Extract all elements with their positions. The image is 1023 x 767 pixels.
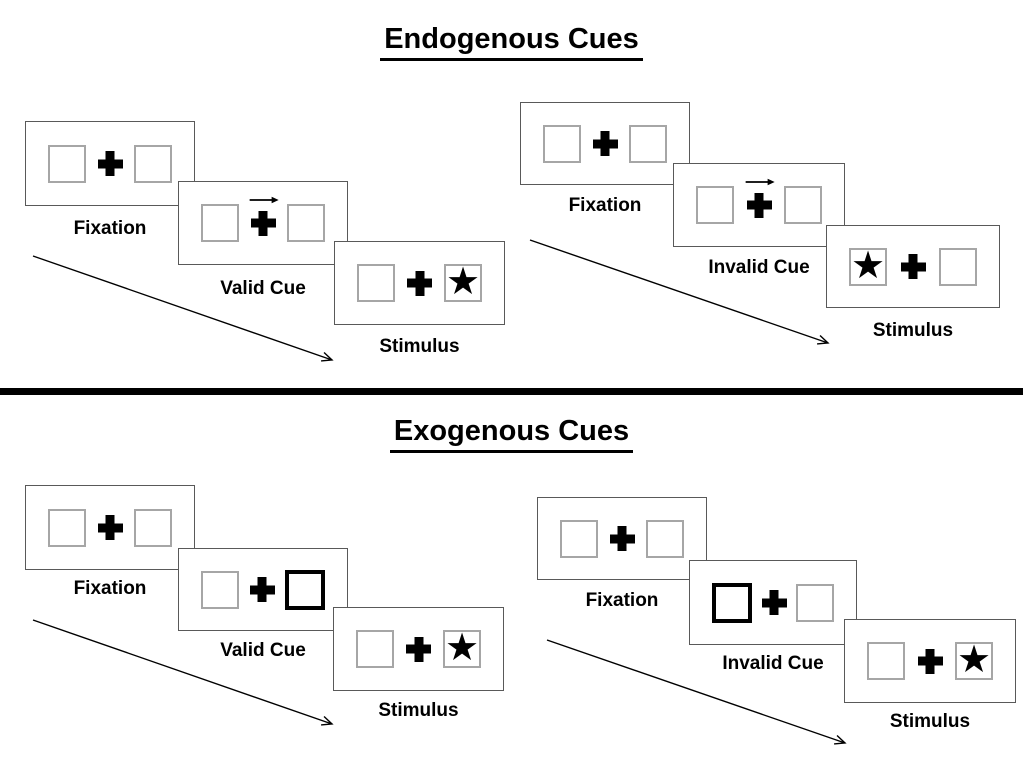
- endo-invalid-fixation-label: Fixation: [568, 195, 642, 216]
- right-placeholder-box: [796, 583, 834, 622]
- fixation-cross-icon: [98, 515, 123, 540]
- fixation-cross-icon: [406, 637, 431, 662]
- exogenous-section-title-text: Exogenous Cues: [389, 415, 634, 453]
- fixation-cross-icon: [918, 649, 943, 674]
- exo-valid-sequence-arrow-icon: [32, 619, 334, 726]
- exo-valid-fixation-label: Fixation: [73, 578, 147, 599]
- exo-invalid-cue-label: Invalid Cue: [722, 653, 824, 674]
- exo-invalid-cue-panel: [689, 560, 857, 645]
- left-placeholder-box: [48, 508, 86, 547]
- left-placeholder-box: [201, 204, 239, 242]
- left-placeholder-box: [356, 630, 394, 668]
- fixation-cross-icon: [610, 526, 635, 551]
- left-placeholder-box: [867, 642, 905, 680]
- left-placeholder-box: [543, 124, 581, 163]
- exo-valid-stimulus-panel: ★: [333, 607, 504, 691]
- exo-invalid-sequence-arrow-icon: [546, 639, 847, 745]
- endo-valid-cue-panel: [178, 181, 348, 265]
- exogenous-section-title: Exogenous Cues: [0, 415, 1023, 453]
- highlighted-cue-box: [712, 582, 752, 623]
- target-box: ★: [955, 639, 993, 681]
- star-icon: ★: [850, 244, 886, 287]
- target-box: ★: [444, 261, 482, 303]
- fixation-cross-icon: [593, 131, 618, 156]
- star-icon: ★: [444, 627, 480, 669]
- endo-valid-stimulus-panel: ★: [334, 241, 505, 325]
- right-placeholder-box: [134, 508, 172, 547]
- fixation-cross-icon: [250, 577, 275, 602]
- highlighted-cue-box: [285, 569, 325, 610]
- endo-valid-fixation-panel: [25, 121, 195, 206]
- right-placeholder-box: [287, 204, 325, 242]
- exo-invalid-stimulus-panel: ★: [844, 619, 1016, 703]
- right-arrow-icon: [745, 178, 775, 185]
- exo-valid-cue-label: Valid Cue: [220, 640, 306, 661]
- exo-invalid-fixation-label: Fixation: [585, 590, 659, 611]
- exo-invalid-fixation-panel: [537, 497, 707, 580]
- fixation-cross-icon: [762, 590, 787, 615]
- endo-invalid-cue-panel: [673, 163, 845, 247]
- star-icon: ★: [445, 261, 481, 303]
- exo-valid-stimulus-label: Stimulus: [378, 700, 459, 721]
- target-box: ★: [849, 244, 887, 287]
- endo-invalid-stimulus-label: Stimulus: [872, 320, 954, 341]
- endo-invalid-cue-label: Invalid Cue: [708, 257, 810, 278]
- endo-valid-cue-label: Valid Cue: [220, 278, 306, 299]
- endo-invalid-fixation-panel: [520, 102, 690, 185]
- endogenous-section-title: Endogenous Cues: [0, 23, 1023, 61]
- exo-valid-fixation-panel: [25, 485, 195, 570]
- right-placeholder-box: [939, 247, 977, 286]
- right-placeholder-box: [646, 519, 684, 558]
- fixation-cross-icon: [98, 151, 123, 176]
- left-placeholder-box: [560, 519, 598, 558]
- section-divider: [0, 388, 1023, 395]
- right-placeholder-box: [629, 124, 667, 163]
- left-placeholder-box: [201, 570, 239, 609]
- fixation-cross-icon: [745, 178, 775, 218]
- right-placeholder-box: [134, 144, 172, 183]
- endo-valid-fixation-label: Fixation: [73, 218, 147, 239]
- endogenous-section-title-text: Endogenous Cues: [380, 23, 643, 61]
- fixation-cross-icon: [407, 271, 432, 296]
- endo-valid-stimulus-label: Stimulus: [379, 336, 460, 357]
- fixation-cross-icon: [249, 196, 279, 236]
- endo-valid-sequence-arrow-icon: [32, 255, 334, 362]
- star-icon: ★: [956, 639, 992, 681]
- right-arrow-icon: [249, 196, 279, 203]
- left-placeholder-box: [696, 186, 734, 224]
- left-placeholder-box: [357, 264, 395, 302]
- target-box: ★: [443, 627, 481, 669]
- left-placeholder-box: [48, 144, 86, 183]
- endo-invalid-stimulus-panel: ★: [826, 225, 1000, 308]
- exo-valid-cue-panel: [178, 548, 348, 631]
- right-placeholder-box: [784, 186, 822, 224]
- exo-invalid-stimulus-label: Stimulus: [889, 711, 971, 732]
- fixation-cross-icon: [901, 254, 926, 279]
- endo-invalid-sequence-arrow-icon: [529, 239, 830, 345]
